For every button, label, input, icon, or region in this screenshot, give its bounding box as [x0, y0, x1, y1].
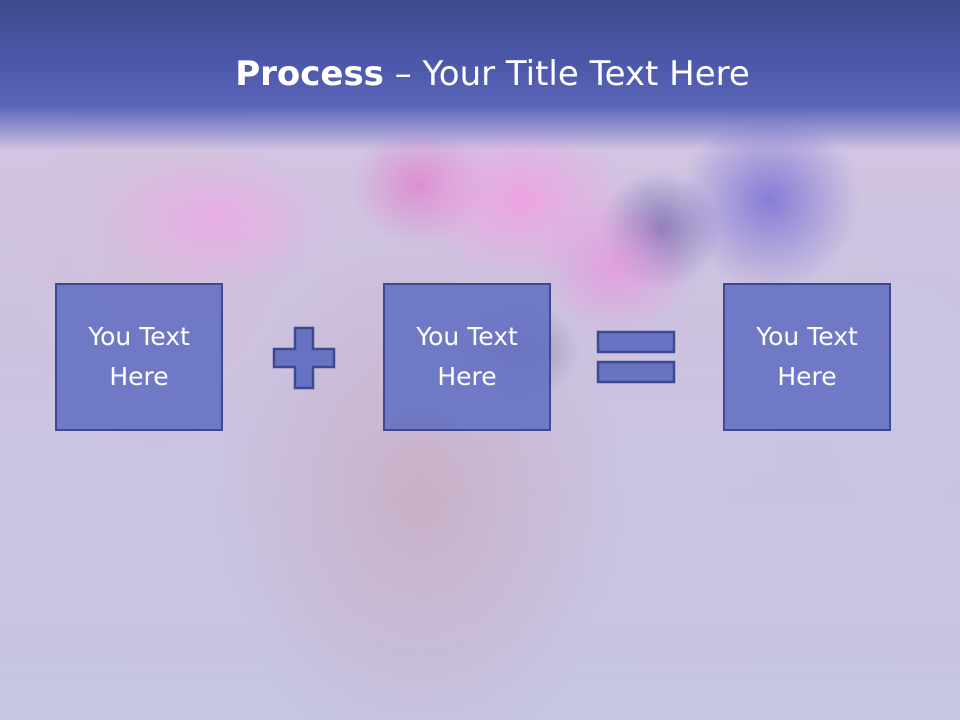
text-box-3[interactable]: You Text Here [723, 283, 891, 431]
plus-icon [272, 326, 336, 390]
text-box-2-label: You Text Here [416, 322, 518, 391]
text-box-3-label: You Text Here [756, 322, 858, 391]
text-box-2[interactable]: You Text Here [383, 283, 551, 431]
slide-title: Process – Your Title Text Here [0, 52, 960, 96]
equals-icon [596, 330, 676, 384]
text-box-1-label: You Text Here [88, 322, 190, 391]
text-box-1[interactable]: You Text Here [55, 283, 223, 431]
title-rest: – Your Title Text Here [383, 54, 750, 94]
title-bold: Process [235, 54, 384, 94]
title-bar [0, 0, 960, 150]
